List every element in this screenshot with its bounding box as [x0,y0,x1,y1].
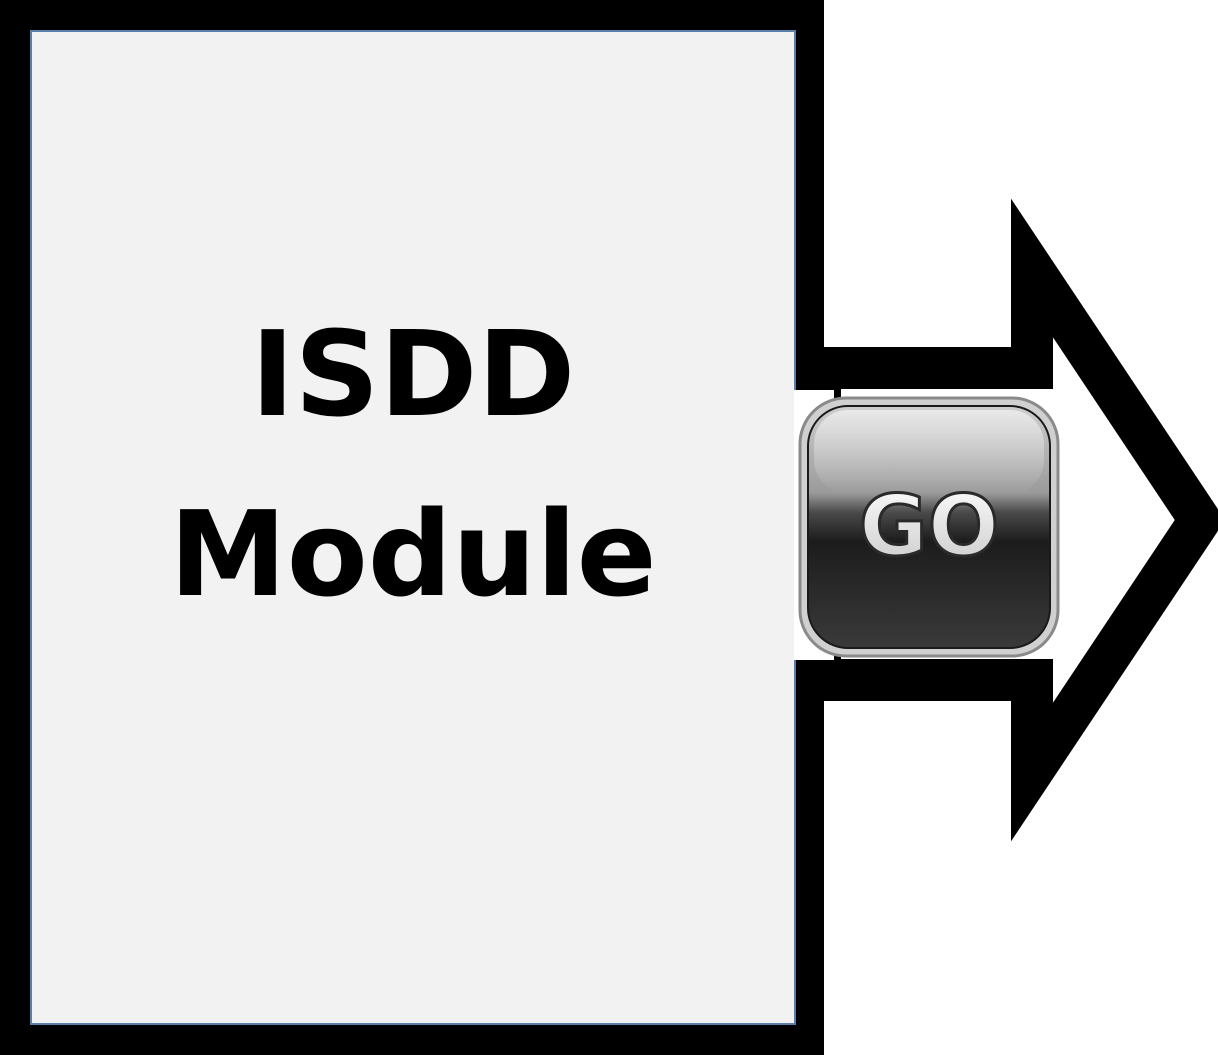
module-panel [30,30,796,1025]
module-title-line1: ISDD [251,305,576,443]
go-button[interactable]: GO [798,396,1060,658]
module-title-line2: Module [169,485,656,623]
go-button-label: GO [859,477,999,575]
go-button-shine [814,410,1044,494]
